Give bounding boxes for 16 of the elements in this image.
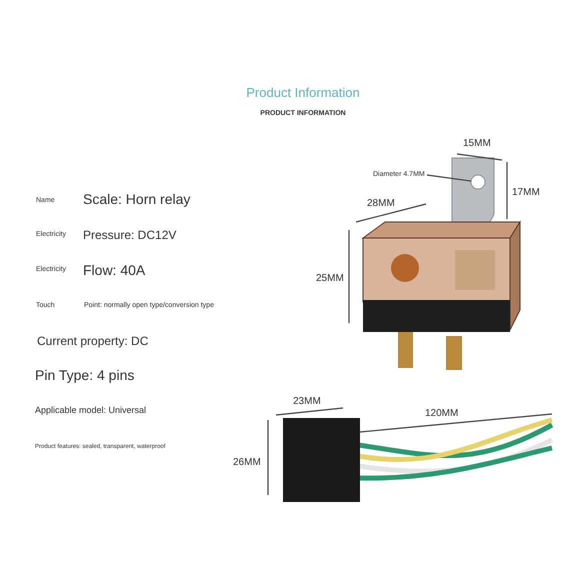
dimension-label: 25MM — [316, 273, 344, 284]
mounting-hole — [470, 174, 486, 190]
field-value: Scale: Horn relay — [83, 192, 190, 208]
field-value: Flow: 40A — [83, 263, 146, 278]
dimension-label: 28MM — [367, 198, 395, 209]
dimension-label: 120MM — [425, 408, 458, 419]
field-value: Pin Type: 4 pins — [35, 368, 134, 384]
field-value: Pressure: DC12V — [83, 229, 176, 242]
dimension-label: 26MM — [233, 457, 261, 468]
dimension-label: 23MM — [293, 396, 321, 407]
leader-line — [426, 174, 472, 182]
dimension-label: 17MM — [512, 187, 540, 198]
title: Product Information — [245, 86, 361, 100]
dimension-label: 15MM — [463, 138, 491, 149]
field-value: Applicable model: Universal — [35, 406, 146, 416]
field-value: Current property: DC — [37, 335, 148, 348]
